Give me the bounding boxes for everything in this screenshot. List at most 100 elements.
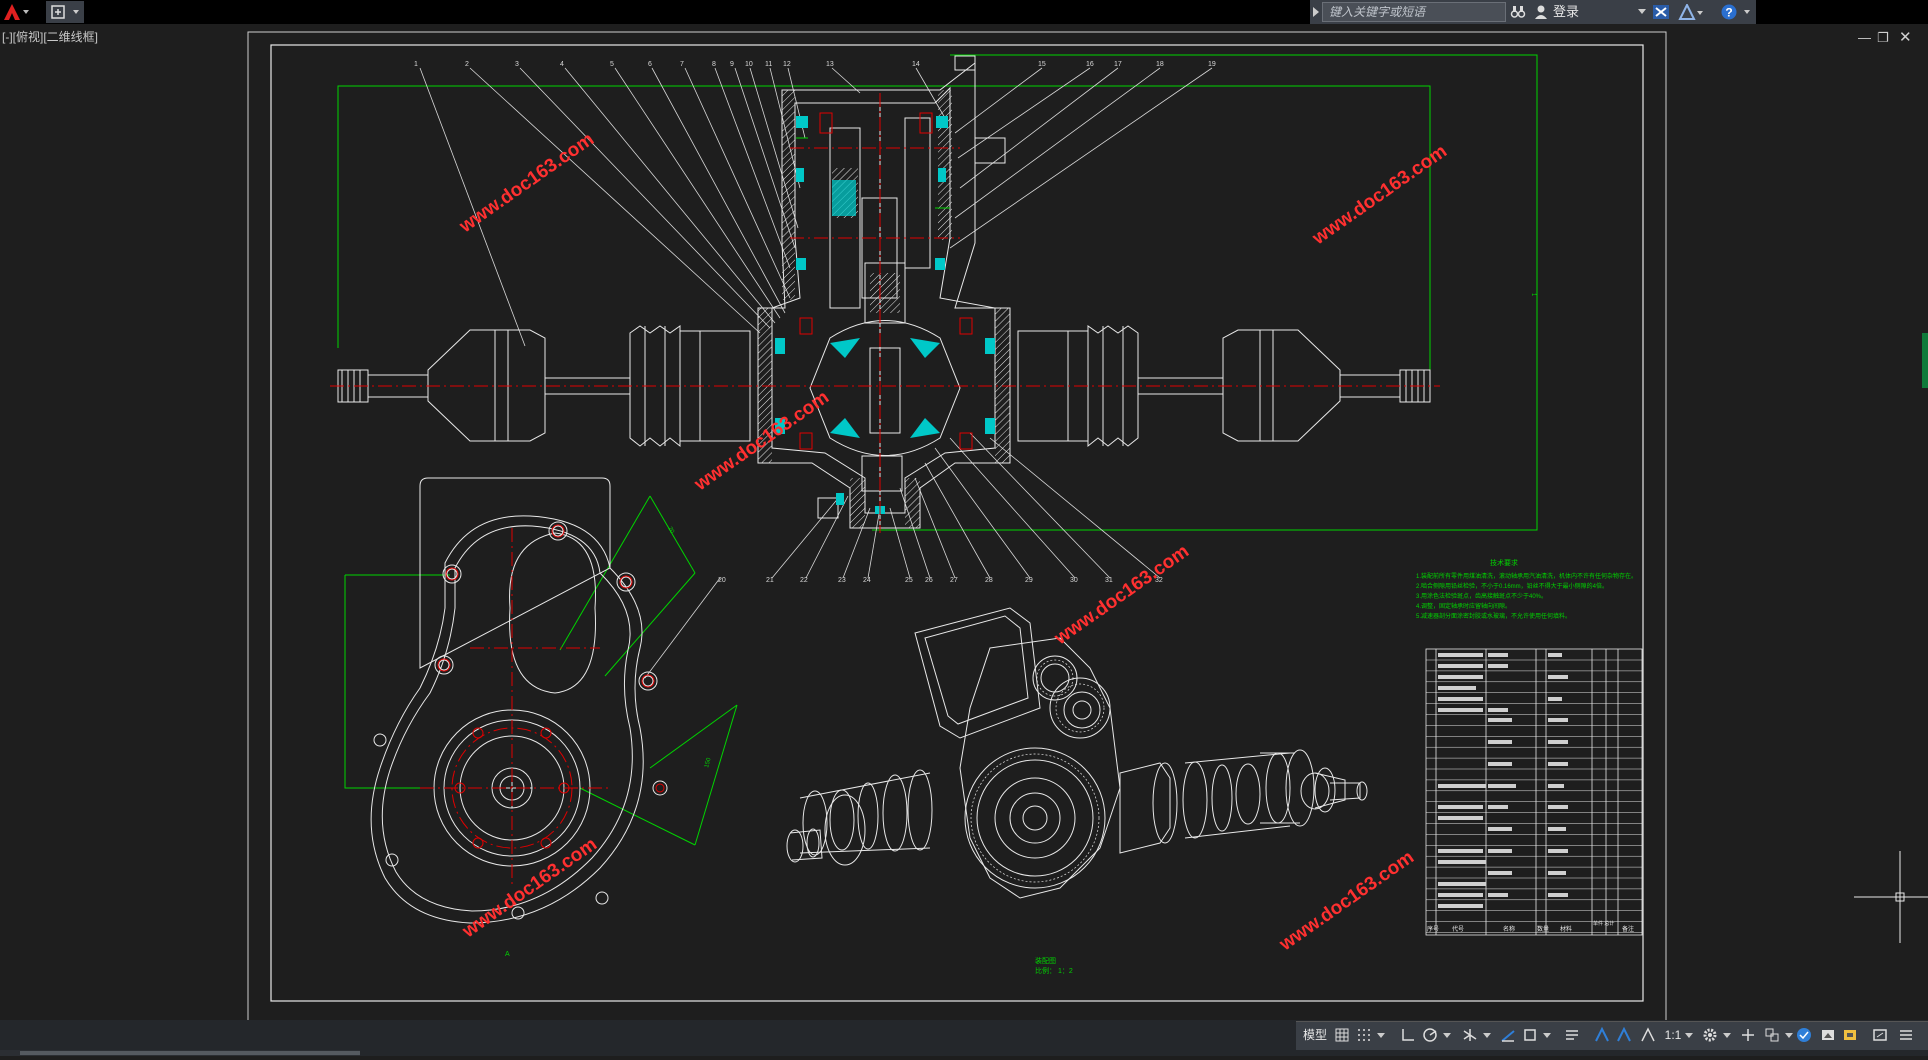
svg-text:11: 11 — [765, 61, 772, 68]
annotation-visibility-icon[interactable] — [1616, 1027, 1632, 1043]
chevron-down-icon[interactable] — [1722, 1027, 1732, 1043]
svg-text:32: 32 — [1155, 577, 1163, 584]
bom-col-index: 序号 — [1427, 925, 1439, 933]
customization-menu-icon[interactable] — [1898, 1027, 1914, 1043]
isometric-view — [786, 607, 1368, 899]
paper-outline — [247, 31, 1667, 1027]
scale-title: 装配图 — [1035, 956, 1056, 965]
bom-header: 序号 代号 名称 数量 材料 单件 总计 备注 — [1427, 920, 1634, 933]
binoculars-icon[interactable] — [1510, 4, 1526, 20]
close-button[interactable]: ✕ — [1899, 29, 1912, 46]
side-view-red — [420, 524, 665, 888]
svg-text:23: 23 — [838, 577, 846, 584]
tech-req-line-4: 4.调整，固定轴承时应留轴向间隙。 — [1416, 602, 1511, 610]
ortho-mode-icon[interactable] — [1400, 1027, 1416, 1043]
watermark-1: www.doc163.com — [455, 129, 598, 238]
svg-text:6: 6 — [648, 61, 652, 68]
clean-screen-icon[interactable] — [1842, 1027, 1858, 1043]
hardware-acceleration-icon[interactable] — [1796, 1027, 1812, 1043]
svg-text:17: 17 — [1114, 61, 1122, 68]
chevron-down-icon[interactable] — [1542, 1027, 1552, 1043]
snap-mode-icon[interactable] — [1356, 1027, 1372, 1043]
help-icon[interactable]: ? — [1720, 3, 1752, 21]
object-snap-tracking-icon[interactable] — [1500, 1027, 1516, 1043]
annotation-scale-icon[interactable] — [1594, 1027, 1610, 1043]
center-lines — [330, 93, 1440, 533]
annotation-scale-selector[interactable]: 1:1 — [1664, 1028, 1682, 1042]
svg-text:10: 10 — [745, 61, 753, 68]
lineweight-icon[interactable] — [1564, 1027, 1580, 1043]
svg-text:26: 26 — [925, 577, 933, 584]
chevron-down-icon[interactable] — [1482, 1027, 1492, 1043]
section-color-lines — [796, 112, 973, 450]
units-icon[interactable] — [1764, 1027, 1780, 1043]
svg-text:A: A — [505, 951, 510, 958]
exchange-apps-icon[interactable] — [1652, 4, 1670, 20]
fullscreen-icon[interactable] — [1872, 1027, 1888, 1043]
chevron-down-icon[interactable] — [1784, 1027, 1794, 1043]
gear-icon[interactable] — [1702, 1027, 1718, 1043]
restore-button[interactable]: ❐ — [1877, 30, 1889, 45]
svg-text:18: 18 — [1156, 61, 1164, 68]
autocad-logo-icon — [4, 4, 29, 20]
viewport-controls-label[interactable]: [-][俯视][二维线框] — [2, 30, 99, 44]
watermark-4: www.doc163.com — [1050, 541, 1193, 650]
model-space-button[interactable]: 模型 — [1302, 1028, 1327, 1042]
chevron-down-icon[interactable] — [1638, 9, 1646, 15]
svg-text:5: 5 — [610, 61, 614, 68]
tech-req-line-2: 2.啮合侧隙用铅丝检验，不小于0.16mm，铅丝不得大于最小侧隙的4倍。 — [1416, 582, 1608, 590]
tech-req-line-3: 3.用涂色法检验斑点，齿高接触斑点不少于40%。 — [1416, 592, 1547, 600]
svg-text:1: 1 — [414, 61, 418, 68]
login-button[interactable]: 登录 — [1553, 4, 1580, 19]
search-input[interactable]: 键入关键字或短语 — [1322, 2, 1506, 22]
quick-access-button[interactable] — [46, 1, 84, 23]
bom-col-material: 材料 — [1560, 925, 1572, 933]
isodraft-icon[interactable] — [1462, 1027, 1478, 1043]
watermark-2: www.doc163.com — [1308, 141, 1451, 250]
object-snap-icon[interactable] — [1522, 1027, 1538, 1043]
open-file-icon — [51, 5, 79, 19]
svg-text:28: 28 — [985, 577, 993, 584]
svg-text:1: 1 — [1530, 293, 1536, 297]
plus-icon[interactable] — [1740, 1027, 1756, 1043]
application-menu-button[interactable] — [0, 1, 34, 23]
svg-text:8: 8 — [712, 61, 716, 68]
drawing-frame — [270, 44, 1644, 1002]
scrollbar-thumb[interactable] — [20, 1051, 360, 1055]
polar-tracking-icon[interactable] — [1422, 1027, 1438, 1043]
svg-text:21: 21 — [766, 577, 774, 584]
bom-fill — [1438, 653, 1568, 908]
grid-icon[interactable] — [1334, 1027, 1350, 1043]
iso-gear-teeth — [970, 659, 1105, 883]
scale-note: 装配图 比例： 1：2 — [1035, 956, 1073, 975]
svg-text:9: 9 — [730, 61, 734, 68]
svg-text:150: 150 — [704, 757, 713, 769]
scale-text: 比例： 1：2 — [1035, 966, 1073, 975]
svg-text:20: 20 — [718, 577, 726, 584]
svg-text:20: 20 — [666, 526, 675, 535]
svg-text:14: 14 — [912, 61, 920, 68]
minimize-button[interactable]: — — [1858, 30, 1871, 45]
chevron-down-icon[interactable] — [1376, 1027, 1386, 1043]
tech-req-line-1: 1.装配前所有零件用煤油清洗，滚动轴承用汽油清洗，机体内不许有任何杂物存在。 — [1416, 572, 1637, 580]
svg-text:12: 12 — [783, 61, 791, 68]
bom-col-weight: 单件 总计 — [1593, 920, 1614, 927]
auto-scale-icon[interactable] — [1640, 1027, 1656, 1043]
expand-arrow-icon[interactable] — [1312, 6, 1320, 18]
svg-text:24: 24 — [863, 577, 871, 584]
chevron-down-icon[interactable] — [1684, 1027, 1694, 1043]
bill-of-materials — [1425, 648, 1643, 936]
bom-col-name: 名称 — [1503, 925, 1515, 933]
chevron-down-icon[interactable] — [1442, 1027, 1452, 1043]
dimension-lines — [337, 54, 1538, 846]
svg-text:2: 2 — [465, 61, 469, 68]
technical-requirements: 技术要求 1.装配前所有零件用煤油清洗，滚动轴承用汽油清洗，机体内不许有任何杂物… — [1416, 558, 1637, 620]
svg-text:15: 15 — [1038, 61, 1046, 68]
svg-text:25: 25 — [905, 577, 913, 584]
dimension-text: 1 20 150 — [666, 293, 1536, 769]
isolate-objects-icon[interactable] — [1820, 1027, 1836, 1043]
vertical-scroll-marker[interactable] — [1922, 333, 1928, 388]
autodesk-360-icon[interactable] — [1678, 4, 1704, 20]
